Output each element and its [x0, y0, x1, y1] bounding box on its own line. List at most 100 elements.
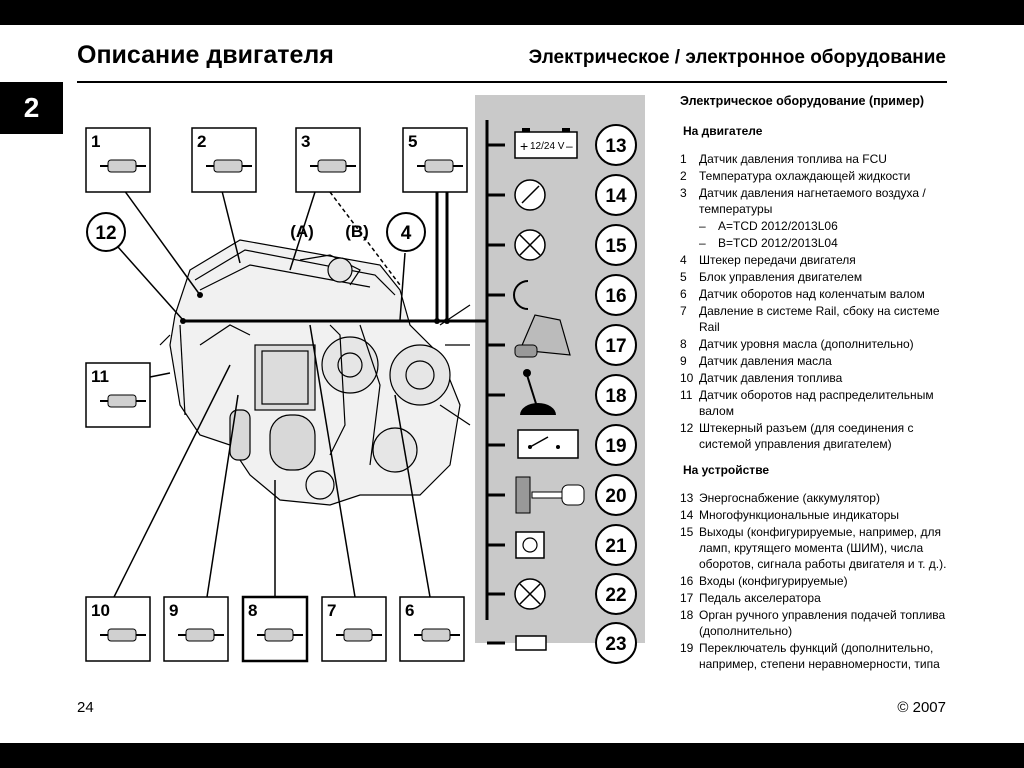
- panel-number: 15: [605, 236, 627, 257]
- sensor-box-10: 10: [85, 596, 151, 662]
- sensor-number: 5: [408, 132, 417, 151]
- key-head-icon: [561, 484, 585, 506]
- sensor-box-1: 1: [85, 127, 151, 193]
- panel-row-13: 13+12/24 V–: [487, 124, 637, 166]
- gauge-needle: [521, 185, 540, 204]
- sensor-icon: [107, 159, 137, 173]
- sensor-icon: [424, 159, 454, 173]
- engine-drawing: [159, 239, 471, 506]
- item-number: 17: [680, 591, 694, 605]
- item-number: 19: [680, 641, 694, 655]
- item-text: Датчик оборотов над распределительным ва…: [699, 388, 934, 418]
- sensor-number: 8: [248, 601, 257, 620]
- number-circle: [595, 224, 637, 266]
- item-number: 1: [680, 152, 687, 166]
- item-text: Штекерный разъем (для соединения с систе…: [699, 421, 914, 451]
- item-number: 10: [680, 371, 694, 385]
- number-circle: [595, 622, 637, 664]
- sensor-number: 11: [91, 367, 109, 386]
- sensor-box-9: 9: [163, 596, 229, 662]
- item-text: Выходы (конфигурируемые, например, для л…: [699, 525, 947, 571]
- item-text: Педаль акселератора: [699, 591, 821, 605]
- number-circle: [595, 174, 637, 216]
- item-text: Многофункциональные индикаторы: [699, 508, 900, 522]
- battery-minus: –: [566, 139, 573, 153]
- item-number: 16: [680, 574, 694, 588]
- panel-number: 22: [605, 585, 626, 606]
- panel-row-19: 19: [487, 424, 637, 466]
- sub-item: –A=TCD 2012/2013L06: [699, 218, 960, 234]
- sensor-icon: [213, 159, 243, 173]
- item-number: 11: [680, 388, 693, 402]
- connector-dot: [444, 318, 450, 324]
- sensor-number: 7: [327, 601, 336, 620]
- sensor-box-2: 2: [191, 127, 257, 193]
- hand-lever-knob: [523, 369, 531, 377]
- item-text: Датчик уровня масла (дополнительно): [699, 337, 914, 351]
- sub-dash: –: [699, 219, 706, 233]
- panel-row-23: 23: [487, 622, 637, 664]
- sensor-icon: [317, 159, 347, 173]
- engine-heading: На двигателе: [683, 124, 763, 138]
- item-text: Датчик давления нагнетаемого воздуха / т…: [699, 186, 926, 216]
- switch-contact: [556, 445, 560, 449]
- number-circle: [595, 274, 637, 316]
- sensor-frame: [241, 595, 309, 663]
- page-title: Описание двигателя: [77, 41, 334, 69]
- item-text: Датчик давления масла: [699, 354, 832, 368]
- sensor-box-11: 11: [85, 362, 151, 428]
- item-text: Давление в системе Rail, сбоку на систем…: [699, 304, 940, 334]
- item-text: Энергоснабжение (аккумулятор): [699, 491, 880, 505]
- item-number: 12: [680, 421, 694, 435]
- callout-4: 4: [386, 212, 426, 252]
- number-circle: [595, 324, 637, 366]
- panel-row-14: 14: [487, 174, 637, 216]
- panel-number: 13: [605, 136, 626, 157]
- item-text: Датчик оборотов над коленчатым валом: [699, 287, 925, 301]
- item-text: Температура охлаждающей жидкости: [699, 169, 911, 183]
- panel-row-17: 17: [487, 314, 637, 366]
- copyright: © 2007: [897, 699, 946, 716]
- panel-number: 17: [605, 336, 626, 357]
- sub-dash: –: [699, 236, 706, 250]
- legend-column: Электрическое оборудование (пример) На д…: [680, 93, 960, 682]
- leader-lines: [113, 174, 431, 598]
- sub-item: –B=TCD 2012/2013L04: [699, 235, 960, 251]
- panel-number: 18: [605, 386, 626, 407]
- sensor-box-7: 7: [321, 596, 387, 662]
- callout-label: 4: [401, 223, 412, 244]
- item-number: 4: [680, 253, 687, 267]
- sensor-number: 10: [91, 601, 110, 620]
- item-text: Орган ручного управления подачей топлива…: [699, 608, 946, 638]
- panel-row-22: 22: [487, 573, 637, 615]
- hand-lever: [526, 374, 539, 411]
- item-text: Датчик давления топлива: [699, 371, 843, 385]
- sensor-icon: [421, 628, 451, 642]
- lamp-cross: [519, 583, 541, 605]
- variant-a-label: (A): [290, 222, 314, 241]
- module-icon: [515, 635, 547, 651]
- list-item: 10 Датчик давления топлива: [680, 370, 960, 386]
- sensor-box-3: 3: [295, 127, 361, 193]
- callout-label: 12: [95, 223, 116, 244]
- item-number: 5: [680, 270, 687, 284]
- key-blade-icon: [531, 491, 563, 499]
- battery-terminal: [522, 128, 530, 132]
- variant-b-label: (B): [345, 222, 369, 241]
- lamp-cross: [519, 234, 541, 256]
- sensor-box-5: 5: [402, 127, 468, 193]
- number-circle: [595, 374, 637, 416]
